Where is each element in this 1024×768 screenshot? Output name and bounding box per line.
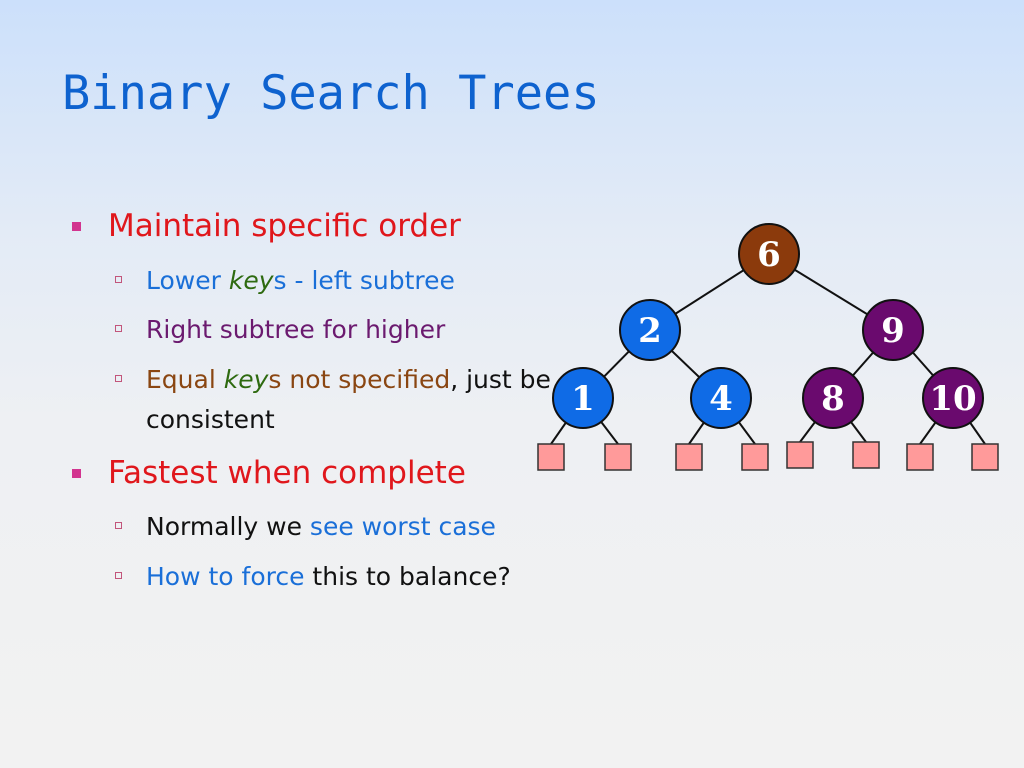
sub-bullet-text: s - left subtree (273, 266, 455, 295)
leaf-edges (550, 397, 986, 445)
null-leaf (604, 443, 632, 471)
tree-node-8: 8 (802, 367, 864, 429)
tree-leaves (537, 441, 999, 471)
sub-bullet-text: this to balance? (304, 562, 511, 591)
tree-node-6: 6 (738, 223, 800, 285)
sub-bullet-text: Lower (146, 266, 229, 295)
tree-node-1: 1 (552, 367, 614, 429)
sub-bullet-marker (115, 375, 122, 382)
null-leaf (971, 443, 999, 471)
sub-bullet-text: How to force (146, 562, 305, 591)
node-label: 9 (881, 311, 905, 351)
sub-bullet-marker (115, 572, 122, 579)
node-label: 10 (929, 379, 976, 419)
tree-node-2: 2 (619, 299, 681, 361)
tree-node-9: 9 (862, 299, 924, 361)
bullet-text: Maintain specific order (108, 208, 461, 244)
bullet-maintain-order: Maintain specific order (72, 208, 461, 244)
sub-bullet-text: Equal (146, 365, 224, 394)
bullet-text: Fastest when complete (108, 455, 466, 491)
node-circle (802, 367, 864, 429)
null-leaf (675, 443, 703, 471)
sub-bullet-equal-keys: Equal keys not specified, just be consis… (115, 360, 551, 440)
sub-bullet-text: see worst case (309, 512, 496, 541)
null-leaf (852, 441, 880, 469)
sub-bullet-worst-case: Normally we see worst case (115, 507, 556, 547)
tree-node-10: 10 (922, 367, 984, 429)
null-leaf (741, 443, 769, 471)
sub-bullet-text: s not specified (268, 365, 451, 394)
sub-bullet-text: Normally we (146, 512, 310, 541)
node-circle (862, 299, 924, 361)
node-label: 1 (571, 379, 595, 419)
bullet-fastest-complete: Fastest when complete (72, 455, 466, 491)
tree-nodes: 6 2 9 1 4 8 10 (552, 223, 984, 429)
node-label: 8 (821, 379, 845, 419)
sub-bullet-lower-keys: Lower keys - left subtree (115, 261, 556, 301)
node-label: 6 (757, 235, 781, 275)
slide-title: Binary Search Trees (62, 66, 600, 121)
node-circle (552, 367, 614, 429)
node-circle (619, 299, 681, 361)
bullet-marker (72, 222, 81, 231)
node-circle (738, 223, 800, 285)
sub-bullet-marker (115, 522, 122, 529)
bullet-marker (72, 469, 81, 478)
node-circle (922, 367, 984, 429)
node-label: 4 (709, 379, 733, 419)
node-circle (690, 367, 752, 429)
node-label: 2 (638, 311, 662, 351)
keyword-key: key (228, 266, 274, 295)
keyword-key: key (223, 365, 269, 394)
sub-bullet-right-subtree: Right subtree for higher (115, 310, 556, 350)
null-leaf (537, 443, 565, 471)
tree-node-4: 4 (690, 367, 752, 429)
sub-bullet-marker (115, 325, 122, 332)
sub-bullet-marker (115, 276, 122, 283)
null-leaf (786, 441, 814, 469)
null-leaf (906, 443, 934, 471)
sub-bullet-text: Right subtree for higher (146, 315, 446, 344)
sub-bullet-force-balance: How to force this to balance? (115, 557, 556, 597)
sub-bullet-text: , just be consistent (146, 365, 551, 434)
